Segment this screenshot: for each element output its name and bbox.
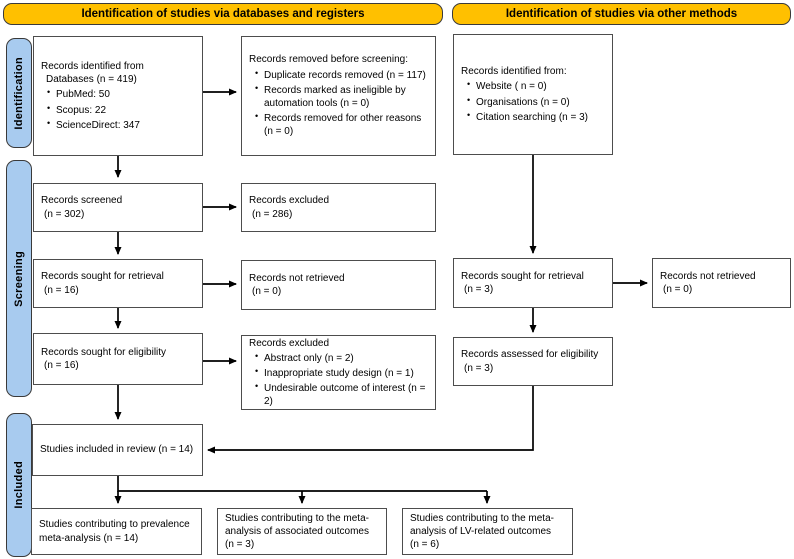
- box-text-line: Studies contributing to prevalence: [39, 519, 190, 531]
- box-text-line: Databases (n = 419): [46, 74, 137, 86]
- box-text-line: Records sought for retrieval: [41, 271, 164, 283]
- box-lv-related-outcomes-meta-analysis: Studies contributing to the meta- analys…: [402, 508, 573, 555]
- box-text-line: Records assessed for eligibility: [461, 349, 599, 361]
- box-text-line: Records sought for retrieval: [461, 270, 584, 282]
- phase-band-screening: Screening: [6, 160, 32, 397]
- phase-band-identification: Identification: [6, 38, 32, 148]
- bullet-item: Records removed for other reasons (n = 0…: [249, 111, 431, 138]
- box-records-not-retrieved-other: Records not retrieved (n = 0): [652, 258, 791, 308]
- box-text-line: (n = 0): [252, 286, 282, 297]
- box-records-removed-before-screening: Records removed before screening: Duplic…: [241, 36, 436, 156]
- connector-included-fanout: [117, 476, 487, 492]
- box-text-line: Records screened: [41, 195, 123, 207]
- box-text-line: Records sought for eligibility: [41, 346, 167, 358]
- box-records-sought-retrieval-db: Records sought for retrieval (n = 16): [33, 259, 203, 308]
- box-text-line: (n = 0): [663, 284, 693, 295]
- bullet-item: Scopus: 22: [41, 103, 198, 117]
- box-records-not-retrieved-db: Records not retrieved (n = 0): [241, 260, 436, 310]
- box-text-line: (n = 3): [464, 362, 494, 374]
- box-records-assessed-eligibility: Records assessed for eligibility (n = 3): [453, 337, 613, 386]
- bullet-item: ScienceDirect: 347: [41, 118, 198, 132]
- bullet-item: Undesirable outcome of interest (n = 2): [249, 381, 431, 408]
- box-text-line: Records excluded: [249, 337, 330, 349]
- box-prevalence-meta-analysis: Studies contributing to prevalence meta-…: [31, 508, 202, 555]
- box-text-line: Records removed before screening:: [249, 54, 408, 66]
- phase-label-identification: Identification: [13, 56, 25, 130]
- bullet-item: Duplicate records removed (n = 117): [249, 68, 431, 82]
- box-text-line: Records excluded: [249, 195, 330, 207]
- box-records-identified-other: Records identified from: Website ( n = 0…: [453, 34, 613, 155]
- phase-label-included: Included: [13, 461, 25, 509]
- box-text-line: (n = 3): [225, 539, 255, 551]
- header-other-methods: Identification of studies via other meth…: [452, 3, 791, 25]
- header-databases-registers: Identification of studies via databases …: [3, 3, 443, 25]
- bullet-item: Abstract only (n = 2): [249, 351, 431, 365]
- box-text-line: (n = 286): [252, 208, 293, 220]
- box-records-excluded-eligibility: Records excluded Abstract only (n = 2) I…: [241, 335, 436, 410]
- bullet-item: Inappropriate study design (n = 1): [249, 366, 431, 380]
- box-records-excluded-screening: Records excluded (n = 286): [241, 183, 436, 232]
- box-text-line: Records not retrieved: [660, 270, 756, 282]
- box-text-line: Records identified from: [41, 61, 144, 73]
- box-records-screened: Records screened (n = 302): [33, 183, 203, 232]
- bullet-item: Organisations (n = 0): [461, 94, 608, 109]
- box-text-line: Records not retrieved: [249, 272, 345, 284]
- box-text-line: analysis of associated outcomes: [225, 525, 369, 537]
- phase-band-included: Included: [6, 413, 32, 557]
- box-records-sought-retrieval-other: Records sought for retrieval (n = 3): [453, 258, 613, 308]
- box-text-line: Records identified from:: [461, 66, 567, 78]
- box-text-line: analysis of LV-related outcomes: [410, 525, 552, 537]
- bullet-item: PubMed: 50: [41, 87, 198, 101]
- box-records-identified-databases: Records identified from Databases (n = 4…: [33, 36, 203, 156]
- box-text-line: (n = 6): [410, 539, 440, 551]
- box-studies-included-review: Studies included in review (n = 14): [32, 424, 203, 476]
- box-text-line: meta-analysis (n = 14): [39, 532, 139, 544]
- box-text-line: (n = 16): [44, 284, 79, 296]
- box-text-line: Studies contributing to the meta-: [410, 512, 554, 524]
- bullet-item: Citation searching (n = 3): [461, 110, 608, 124]
- phase-label-screening: Screening: [13, 250, 25, 307]
- box-text-line: Studies included in review (n = 14): [40, 444, 194, 456]
- box-text-line: Studies contributing to the meta-: [225, 512, 369, 524]
- box-text-line: (n = 16): [44, 360, 79, 371]
- box-text-line: (n = 302): [44, 208, 85, 220]
- bullet-item: Website ( n = 0): [461, 79, 608, 93]
- box-records-sought-eligibility: Records sought for eligibility (n = 16): [33, 333, 203, 385]
- bullet-item: Records marked as ineligible by automati…: [249, 83, 431, 110]
- box-text-line: (n = 3): [464, 284, 494, 295]
- box-associated-outcomes-meta-analysis: Studies contributing to the meta- analys…: [217, 508, 387, 555]
